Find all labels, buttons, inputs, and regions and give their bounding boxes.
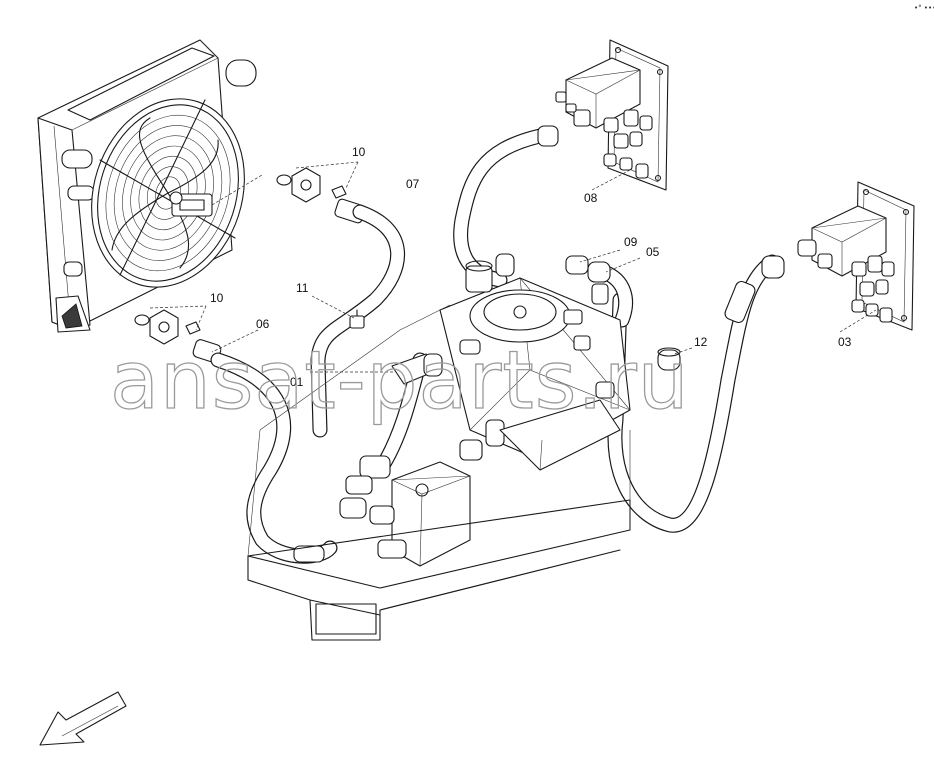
- callout-07: 07: [406, 177, 420, 191]
- callout-06: 06: [256, 317, 270, 331]
- control-valve-block-icon-2: [761, 181, 915, 331]
- watermark: ansat-parts.ru: [110, 334, 689, 427]
- callout-03: 03: [838, 335, 852, 349]
- fan-guard-ring: [105, 114, 231, 272]
- callout-10-lower: 10: [210, 291, 224, 305]
- callout-labels: 10 07 10 06 11 01 09 05 08 12 03: [210, 145, 852, 389]
- pump-assembly: [439, 253, 631, 471]
- direction-arrow-icon: [39, 691, 127, 746]
- manifold-block: [293, 455, 471, 567]
- leader-lines: [211, 169, 877, 353]
- fitting-group-upper: [276, 161, 366, 224]
- callout-12: 12: [694, 335, 708, 349]
- sensor-11: [311, 295, 365, 329]
- fan-guard-ring: [113, 125, 223, 261]
- callout-05: 05: [646, 245, 660, 259]
- fitting-01: [310, 353, 443, 385]
- callout-08: 08: [584, 191, 598, 205]
- hose-sleeve: [724, 280, 756, 324]
- base-frame: [247, 304, 631, 641]
- callout-01: 01: [290, 375, 304, 389]
- callout-09: 09: [624, 235, 638, 249]
- radiator-fan-icon: [37, 39, 263, 333]
- clamp-12: [657, 347, 693, 371]
- fitting-group-lower: [134, 305, 222, 363]
- corner-mark: •° •••: [914, 4, 934, 12]
- callout-11: 11: [296, 281, 309, 295]
- control-valve-block-icon: [537, 39, 669, 191]
- callout-10-upper: 10: [352, 145, 366, 159]
